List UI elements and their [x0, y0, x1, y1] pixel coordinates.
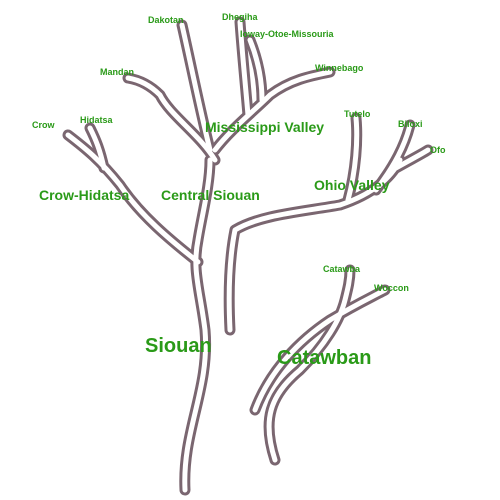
label-central-siouan: Central Siouan [161, 187, 260, 203]
label-dhegiha: Dhegiha [222, 12, 258, 22]
mississippi-valley-branch [209, 66, 336, 156]
label-crow-hidatsa: Crow-Hidatsa [39, 187, 129, 203]
label-woccon: Woccon [374, 283, 409, 293]
label-ohio-valley: Ohio Valley [314, 177, 390, 193]
label-ioway-otoe-missouria: Ioway-Otoe-Missouria [240, 29, 335, 39]
label-mississippi-valley: Mississippi Valley [205, 119, 324, 135]
label-hidatsa: Hidatsa [80, 115, 114, 125]
label-siouan: Siouan [145, 335, 212, 357]
label-catawba: Catawba [323, 264, 361, 274]
label-tutelo: Tutelo [344, 109, 371, 119]
label-winnebago: Winnebago [315, 63, 364, 73]
label-biloxi: Biloxi [398, 119, 423, 129]
label-crow: Crow [32, 120, 55, 130]
label-ofo: Ofo [430, 145, 446, 155]
label-mandan: Mandan [100, 67, 134, 77]
label-catawban: Catawban [277, 347, 371, 369]
label-dakotan: Dakotan [148, 15, 184, 25]
